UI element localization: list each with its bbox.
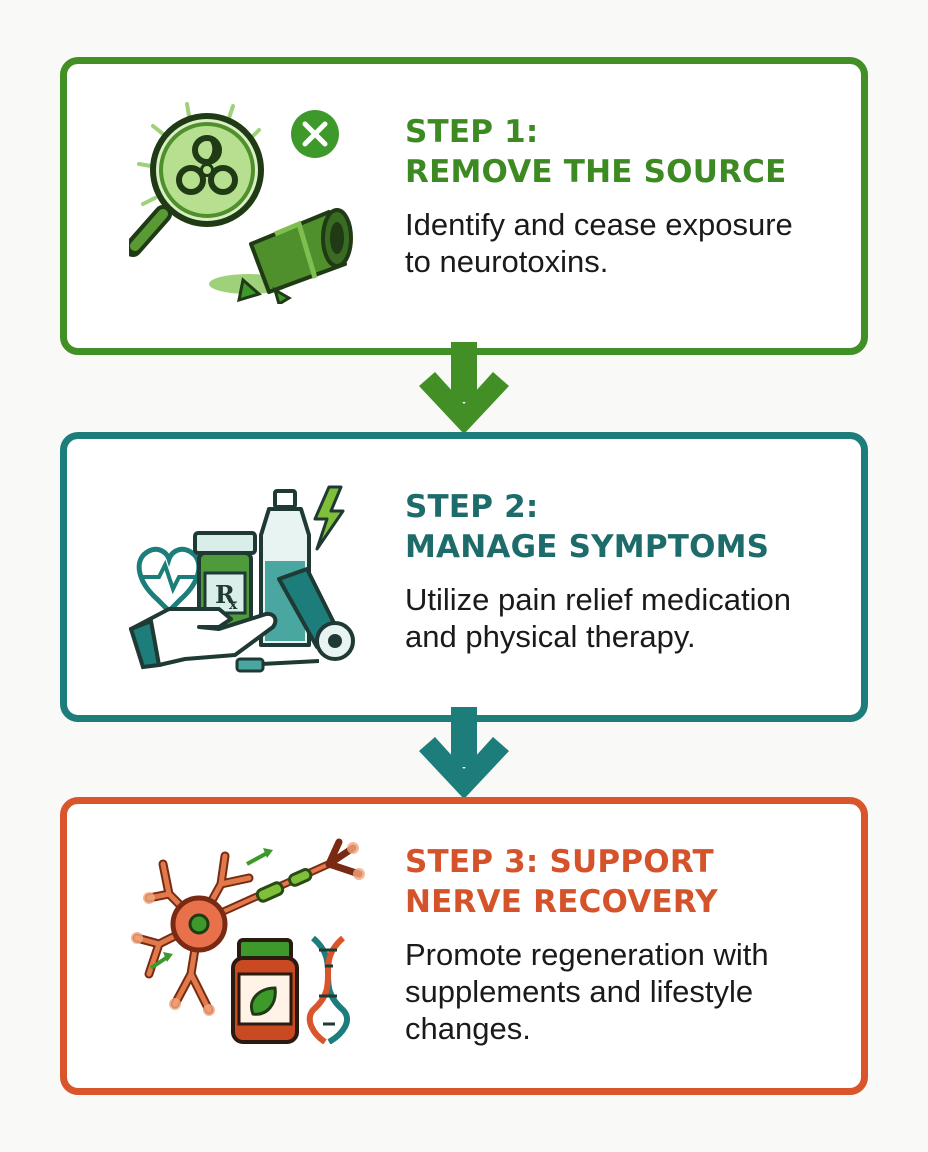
step-3-label: STEP 3: SUPPORT	[405, 844, 714, 880]
step-1-description-line: Identify and cease exposure	[405, 207, 793, 242]
sparkle-rays-icon	[137, 102, 261, 206]
step-2-title: MANAGE SYMPTOMS	[405, 529, 770, 565]
step-2-description-line: and physical therapy.	[405, 619, 696, 654]
step-2-text: STEP 2: MANAGE SYMPTOMS Utilize pain rel…	[405, 487, 841, 655]
step-2-description-line: Utilize pain relief medication	[405, 582, 791, 617]
step-2-card: R x STEP 2: M	[60, 432, 868, 722]
step-1-title: REMOVE THE SOURCE	[405, 154, 787, 190]
step-1-description: Identify and cease exposure to neurotoxi…	[405, 206, 841, 280]
step-2-description: Utilize pain relief medication and physi…	[405, 581, 841, 655]
dna-icon	[306, 935, 350, 1044]
step-1-card: STEP 1: REMOVE THE SOURCE Identify and c…	[60, 57, 868, 355]
step-3-card: STEP 3: SUPPORT NERVE RECOVERY Promote r…	[60, 797, 868, 1095]
down-arrow-icon	[409, 707, 519, 817]
step-3-description-line: supplements and lifestyle	[405, 974, 754, 1009]
toxic-barrel-icon	[209, 208, 353, 304]
step-3-description-line: Promote regeneration with	[405, 937, 769, 972]
step-2-illustration: R x	[129, 469, 369, 679]
step-3-description: Promote regeneration with supplements an…	[405, 936, 841, 1047]
magnifier-biohazard-icon	[129, 113, 264, 257]
close-circle-icon	[291, 110, 339, 158]
step-3-text: STEP 3: SUPPORT NERVE RECOVERY Promote r…	[405, 842, 841, 1047]
step-1-label: STEP 1:	[405, 114, 539, 150]
step-2-label: STEP 2:	[405, 489, 539, 525]
step-1-text: STEP 1: REMOVE THE SOURCE Identify and c…	[405, 112, 841, 280]
supplement-jar-icon	[231, 938, 299, 1044]
step-3-title: NERVE RECOVERY	[405, 884, 718, 920]
down-arrow-icon	[409, 342, 519, 452]
lightning-icon	[313, 485, 345, 551]
exercise-band-icon	[235, 567, 355, 673]
svg-text:R: R	[215, 580, 236, 609]
hand-icon	[129, 607, 278, 670]
svg-text:x: x	[229, 597, 238, 613]
step-3-illustration	[129, 834, 369, 1044]
heart-pulse-icon	[136, 546, 202, 615]
step-1-description-line: to neurotoxins.	[405, 244, 609, 279]
step-3-description-line: changes.	[405, 1011, 531, 1046]
step-1-illustration	[129, 94, 369, 304]
